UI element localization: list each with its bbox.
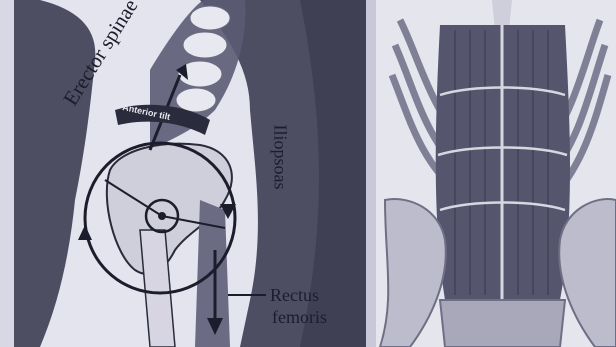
panel-divider [366,0,376,347]
abdominal-diagram [376,0,616,347]
label-femoris: femoris [272,308,327,326]
label-iliopsoas: Iliopsoas [272,125,290,190]
label-rectus: Rectus [270,286,319,304]
